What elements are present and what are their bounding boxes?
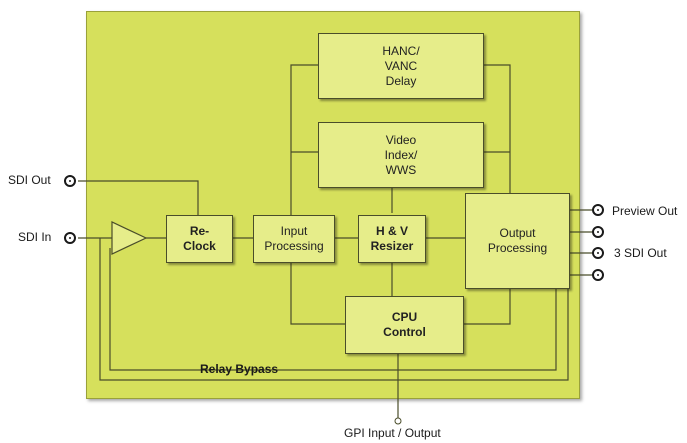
- input-processing-block: Input Processing: [253, 215, 335, 263]
- line-cpu-output: [462, 288, 511, 325]
- hv-resizer-block: H & V Resizer: [358, 215, 426, 263]
- cpu-control-block: CPU Control: [345, 296, 464, 354]
- preview-out-connector-icon: [592, 204, 604, 216]
- sdi-out-3-connector-icon: [592, 269, 604, 281]
- line-relay-bypass-inner: [109, 248, 557, 371]
- sdi-in-connector-icon: [64, 232, 76, 244]
- preview-out-label: Preview Out: [612, 204, 678, 218]
- output-processing-block: Output Processing: [465, 193, 570, 289]
- line-input-hanc: [290, 64, 318, 215]
- amplifier-icon: [111, 221, 148, 255]
- sdi-out-label: SDI Out: [8, 173, 51, 187]
- hanc-vanc-delay-block: HANC/ VANC Delay: [318, 33, 484, 99]
- gpi-terminal-icon: [394, 417, 402, 425]
- line-hanc-output: [482, 64, 511, 193]
- gpi-label: GPI Input / Output: [344, 426, 441, 440]
- sdi-out-connector-icon: [64, 175, 76, 187]
- relay-bypass-label: Relay Bypass: [200, 362, 279, 376]
- line-input-cpu: [290, 262, 345, 325]
- line-relay-bypass-outer: [99, 238, 569, 381]
- sdi-out-2-connector-icon: [592, 247, 604, 259]
- sdi-out-1-connector-icon: [592, 226, 604, 238]
- line-sdi-out: [78, 180, 199, 215]
- reclock-block: Re- Clock: [166, 215, 233, 263]
- sdi-in-label: SDI In: [18, 230, 52, 244]
- video-index-block: Video Index/ WWS: [318, 122, 484, 188]
- three-sdi-out-label: 3 SDI Out: [614, 246, 667, 260]
